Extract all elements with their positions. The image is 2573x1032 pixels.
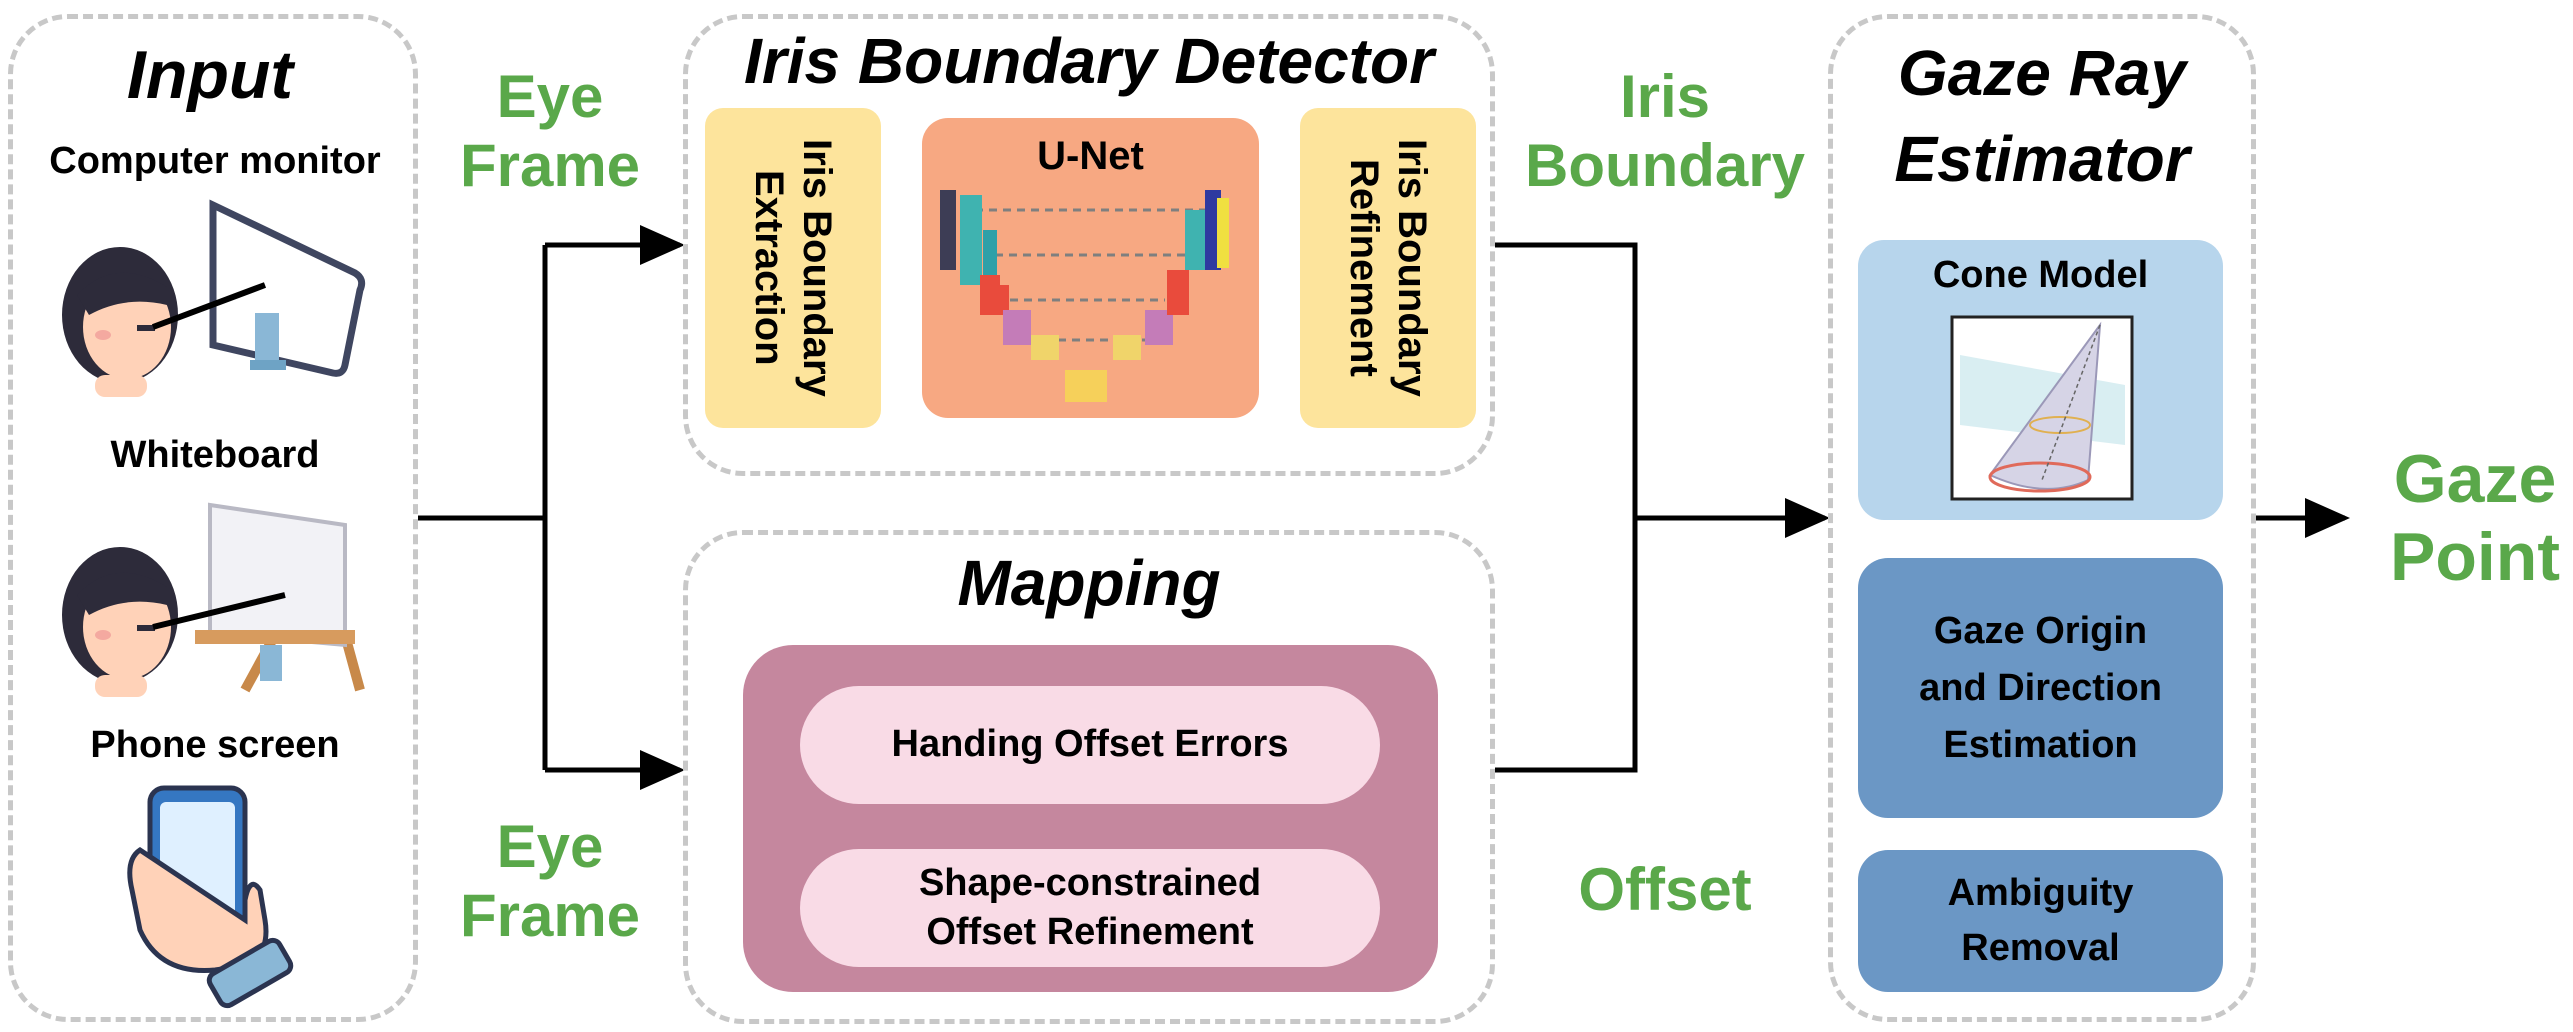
offset-label: Offset bbox=[1578, 856, 1752, 923]
mapping-title: Mapping bbox=[957, 547, 1221, 619]
iris-boundary-label: Iris Boundary bbox=[1524, 63, 1806, 199]
cone-model-title: Cone Model bbox=[1932, 254, 2149, 296]
person-whiteboard-icon bbox=[62, 502, 365, 697]
estimator-title: Gaze Ray Estimator bbox=[1894, 37, 2190, 196]
iris-detector-title: Iris Boundary Detector bbox=[744, 25, 1434, 97]
input-title: Input bbox=[126, 37, 294, 113]
person-monitor-icon bbox=[62, 199, 366, 397]
iris-detector-panel bbox=[683, 14, 1495, 476]
estimator-panel bbox=[1828, 14, 2256, 1022]
input-panel bbox=[8, 14, 418, 1022]
mapping-step-offset-errors: Handing Offset Errors bbox=[800, 686, 1380, 804]
origin-direction-box: Gaze Origin and Direction Estimation bbox=[1858, 558, 2223, 818]
source-label-phone-screen: Phone screen bbox=[90, 724, 340, 766]
hand-phone-icon bbox=[127, 785, 294, 1009]
gaze-point-label: Gaze Point bbox=[2390, 441, 2560, 596]
iris-refinement-box bbox=[1300, 108, 1476, 428]
source-label-whiteboard: Whiteboard bbox=[110, 434, 320, 476]
iris-refinement-text: Iris Boundary Refinement bbox=[1342, 139, 1434, 397]
ambiguity-removal-box: Ambiguity Removal bbox=[1858, 850, 2223, 992]
eye-frame-top-label: Eye Frame bbox=[459, 63, 641, 199]
mapping-step-offset-refinement: Shape-constrained Offset Refinement bbox=[800, 849, 1380, 967]
unet-architecture-icon bbox=[940, 190, 1229, 402]
mapping-panel bbox=[683, 530, 1495, 1024]
cone-model-icon bbox=[1950, 315, 2134, 501]
eye-frame-bottom-label: Eye Frame bbox=[459, 813, 641, 949]
unet-title: U-Net bbox=[1037, 134, 1144, 178]
iris-extraction-box bbox=[705, 108, 881, 428]
source-label-computer-monitor: Computer monitor bbox=[49, 140, 381, 182]
iris-extraction-text: Iris Boundary Extraction bbox=[747, 139, 839, 397]
